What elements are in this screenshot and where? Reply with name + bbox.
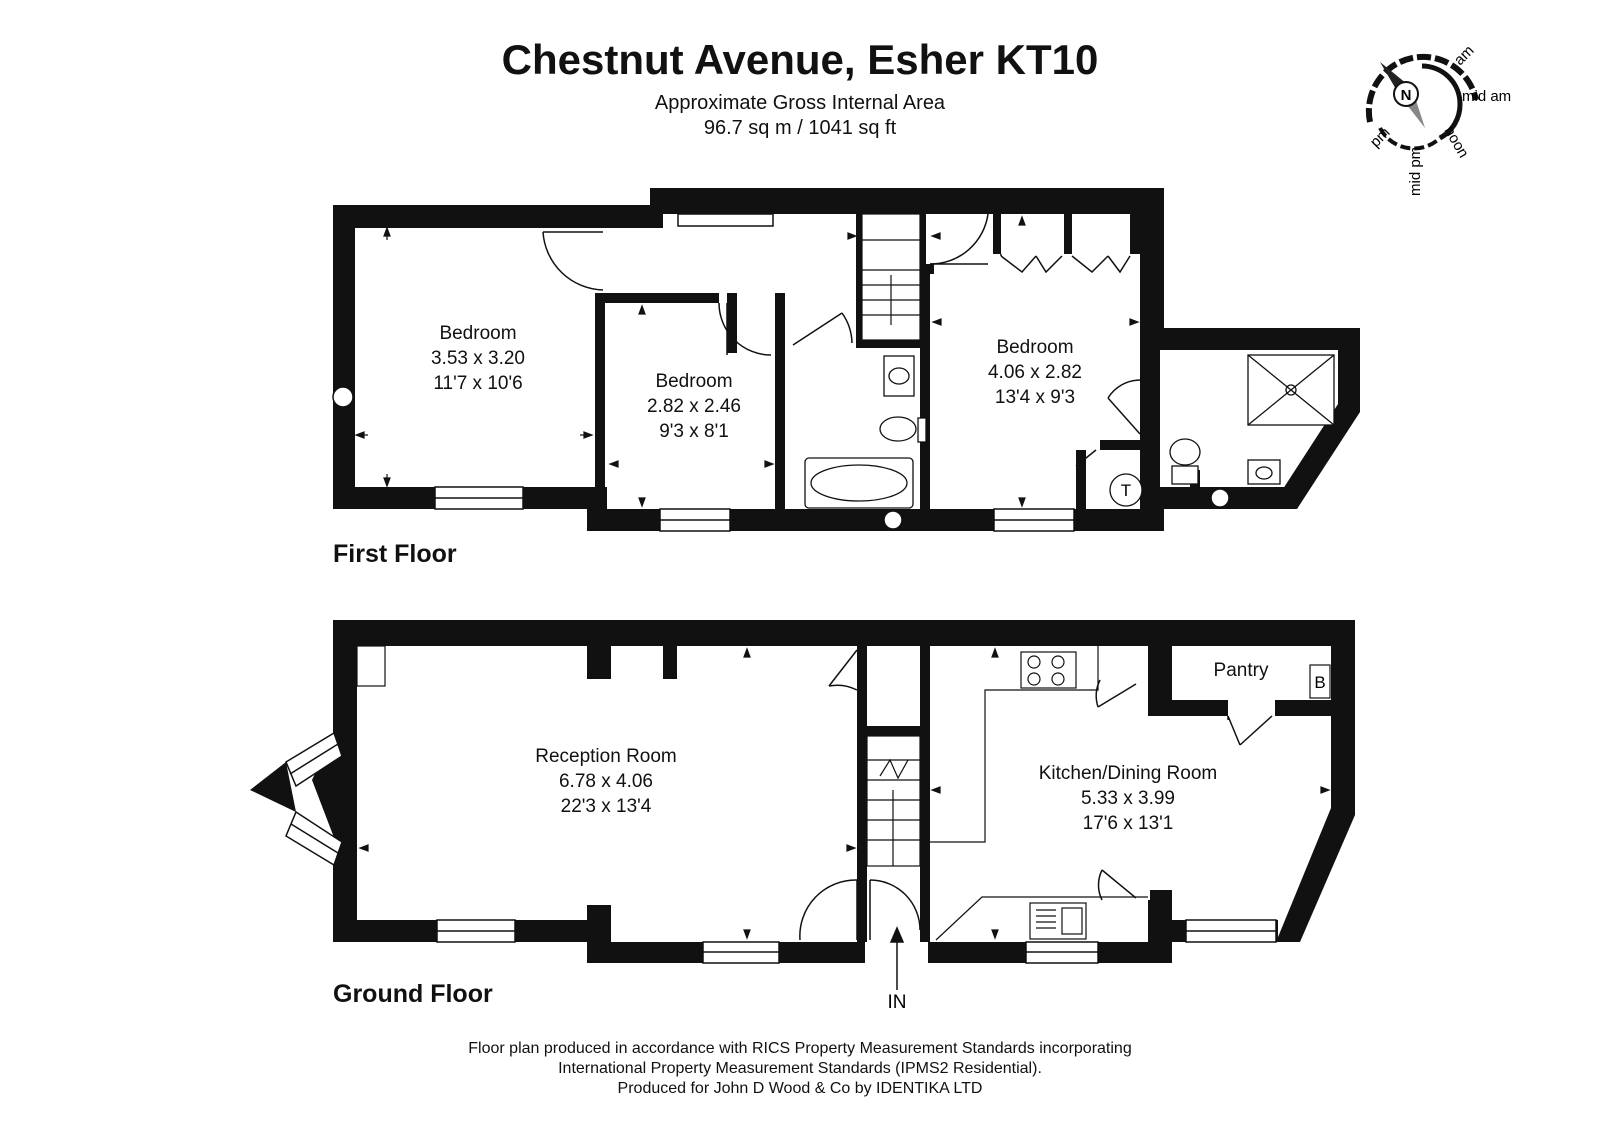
svg-text:3.53 x 3.20: 3.53 x 3.20 xyxy=(431,348,525,369)
svg-text:5.33 x 3.99: 5.33 x 3.99 xyxy=(1081,788,1175,809)
footer-line-2: International Property Measurement Stand… xyxy=(558,1060,1042,1077)
svg-text:13'4 x 9'3: 13'4 x 9'3 xyxy=(995,387,1075,408)
svg-text:Kitchen/Dining Room: Kitchen/Dining Room xyxy=(1039,763,1217,784)
first-floor-walls xyxy=(333,188,1360,531)
ground-floor-windows xyxy=(436,919,1277,964)
compass-mid-pm-label: mid pm xyxy=(1407,147,1424,196)
tank-label: T xyxy=(1121,481,1131,500)
footer-line-1: Floor plan produced in accordance with R… xyxy=(468,1040,1132,1057)
bay-window xyxy=(285,731,343,867)
first-floor-bathroom-fixtures xyxy=(804,354,1335,509)
area-value: 96.7 sq m / 1041 sq ft xyxy=(703,117,897,139)
room-bedroom-3: Bedroom 4.06 x 2.82 13'4 x 9'3 xyxy=(988,337,1082,408)
svg-text:4.06 x 2.82: 4.06 x 2.82 xyxy=(988,362,1082,383)
svg-text:Bedroom: Bedroom xyxy=(655,371,732,392)
ground-floor-walls xyxy=(250,620,1355,963)
svg-text:Bedroom: Bedroom xyxy=(439,323,516,344)
room-kitchen-dining: Kitchen/Dining Room 5.33 x 3.99 17'6 x 1… xyxy=(1039,763,1217,834)
ground-floor-label: Ground Floor xyxy=(333,980,493,1008)
svg-text:2.82 x 2.46: 2.82 x 2.46 xyxy=(647,396,741,417)
first-floor-stairs xyxy=(861,213,921,341)
svg-text:17'6 x 13'1: 17'6 x 13'1 xyxy=(1083,813,1174,834)
compass-noon-label: noon xyxy=(1441,124,1472,161)
first-floor-label: First Floor xyxy=(333,540,457,568)
area-label: Approximate Gross Internal Area xyxy=(654,92,946,114)
svg-text:22'3 x 13'4: 22'3 x 13'4 xyxy=(561,796,652,817)
compass-north-label: N xyxy=(1401,87,1412,104)
svg-text:9'3 x 8'1: 9'3 x 8'1 xyxy=(659,421,729,442)
room-reception: Reception Room 6.78 x 4.06 22'3 x 13'4 xyxy=(535,746,677,817)
plan-title: Chestnut Avenue, Esher KT10 xyxy=(501,36,1099,83)
room-pantry: Pantry xyxy=(1214,660,1269,681)
compass-pm-label: pm xyxy=(1367,124,1394,151)
ground-floor-stairs xyxy=(866,735,921,867)
kitchen-units xyxy=(356,645,1331,941)
svg-text:Reception Room: Reception Room xyxy=(535,746,677,767)
first-floor-doors xyxy=(542,213,1141,467)
entrance-arrow xyxy=(889,926,905,990)
svg-text:Bedroom: Bedroom xyxy=(996,337,1073,358)
svg-text:6.78 x 4.06: 6.78 x 4.06 xyxy=(559,771,653,792)
svg-text:11'7 x 10'6: 11'7 x 10'6 xyxy=(433,373,522,394)
ground-floor-plan: B IN Reception Room 6.78 x 4.06 22'3 x 1… xyxy=(250,620,1355,1013)
entrance-label: IN xyxy=(888,992,907,1013)
first-floor-plan: T Bedroom 3.53 x 3.20 11'7 x 10'6 Bedroo… xyxy=(332,188,1360,532)
compass-mid-am-label: mid am xyxy=(1462,88,1511,105)
room-bedroom-2: Bedroom 2.82 x 2.46 9'3 x 8'1 xyxy=(647,371,741,442)
compass-rose: N am mid am noon mid pm pm xyxy=(1365,42,1511,196)
first-floor-windows xyxy=(332,213,1230,532)
boiler-label: B xyxy=(1314,673,1325,692)
dimension-arrows xyxy=(354,215,1331,940)
room-bedroom-1: Bedroom 3.53 x 3.20 11'7 x 10'6 xyxy=(431,323,525,394)
ground-floor-doors xyxy=(799,649,1273,941)
footer-line-3: Produced for John D Wood & Co by IDENTIK… xyxy=(617,1080,983,1097)
